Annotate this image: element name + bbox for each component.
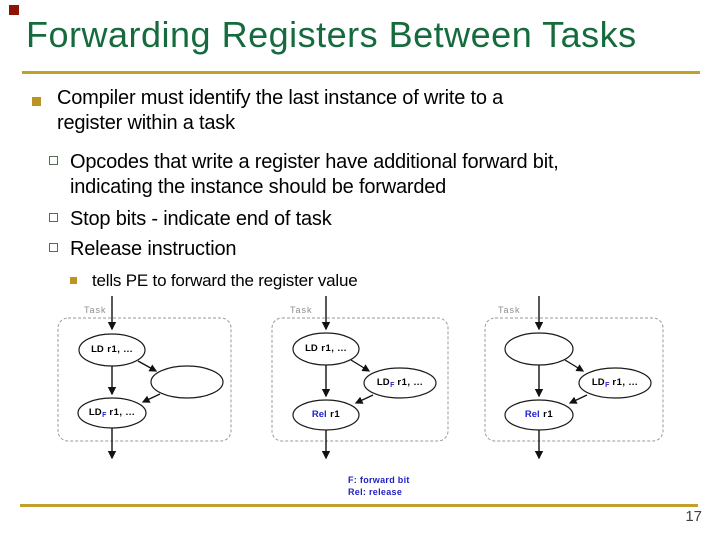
task1-arrow [137, 360, 158, 372]
task2-dashed-box [271, 317, 449, 442]
legend-forward-bit: F: forward bit [348, 475, 410, 485]
legend-release: Rel: release [348, 486, 403, 497]
bullet-hollow-square-icon [49, 156, 58, 165]
bullet-hollow-square-icon [49, 213, 58, 222]
footer-divider-line [20, 504, 698, 507]
task2-node1-ellipse [292, 332, 360, 366]
bullet-hollow-square-icon [49, 243, 58, 252]
task3-dashed-box [484, 317, 664, 442]
task2-arrow [350, 359, 371, 372]
task3-arrow [564, 359, 585, 372]
task2-node3-ellipse [292, 399, 360, 431]
task1-dashed-box [57, 317, 232, 442]
task3-label: Task [498, 305, 521, 315]
bullet-level2-text: Release instruction [70, 238, 237, 260]
task3-node2-ellipse [578, 367, 652, 399]
task1-label: Task [84, 305, 107, 315]
bullet-square-icon [32, 97, 41, 106]
slide-title: Forwarding Registers Between Tasks [26, 14, 637, 55]
task2-node2-ellipse [363, 367, 437, 399]
bullet-level3-text: tells PE to forward the register value [92, 271, 358, 290]
task1-arrow [141, 393, 161, 403]
task1-node1-ellipse [78, 333, 146, 367]
bullet-level1-text: Compiler must identify the last instance… [57, 87, 504, 134]
title-divider-line [22, 71, 700, 74]
bullet-square-icon [70, 277, 77, 284]
page-number: 17 [685, 508, 702, 525]
task3-node3-ellipse [504, 399, 574, 431]
task2-arrow [354, 394, 374, 404]
bullet-level2-text: Opcodes that write a register have addit… [70, 151, 559, 198]
task1-node3-ellipse [77, 397, 147, 429]
bullet-level2-text: Stop bits - indicate end of task [70, 208, 332, 230]
corner-accent-square [9, 5, 19, 15]
task1-node2-ellipse [150, 365, 224, 399]
task3-arrow [568, 394, 588, 404]
diagram-legend: F: forward bit Rel: release [348, 475, 410, 498]
task2-label: Task [290, 305, 313, 315]
task3-node1-ellipse [504, 332, 574, 366]
